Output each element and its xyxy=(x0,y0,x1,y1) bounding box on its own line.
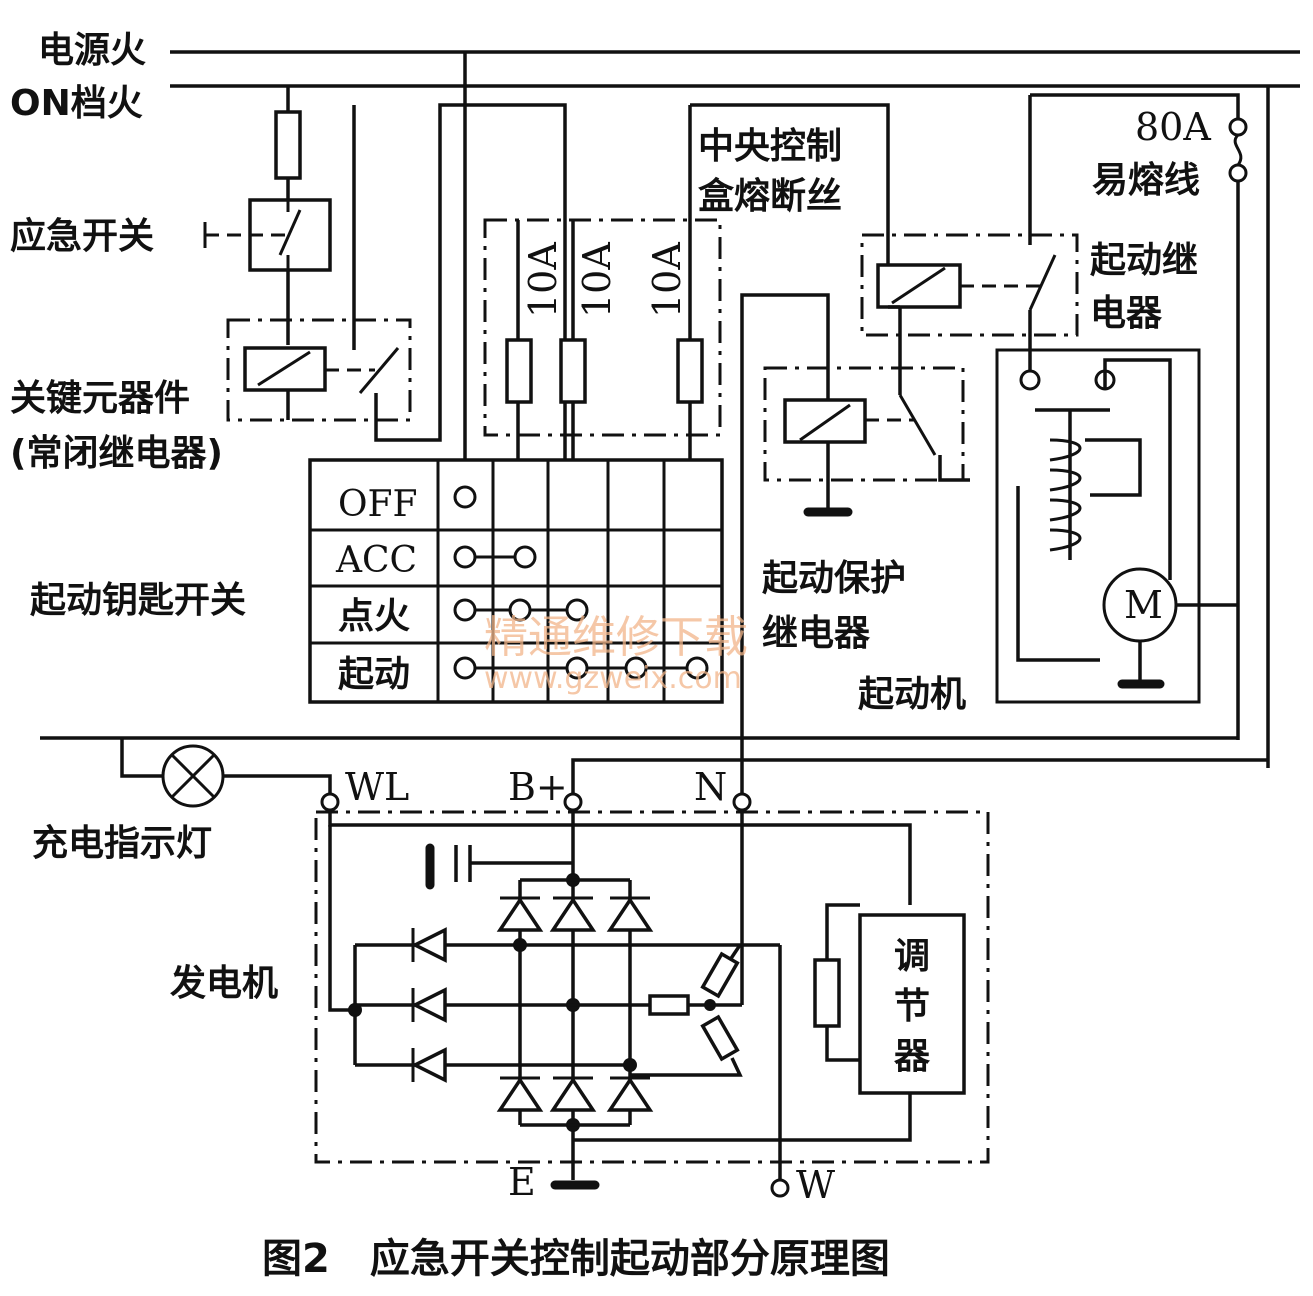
label-protect-relay-1: 起动保护 xyxy=(762,558,906,599)
fuse-rating-3: 10A xyxy=(645,242,689,318)
label-protect-relay-2: 继电器 xyxy=(762,613,871,654)
label-key-component-sub: (常闭继电器) xyxy=(10,433,223,474)
label-w: W xyxy=(796,1163,835,1207)
label-emergency-switch: 应急开关 xyxy=(10,216,154,257)
central-fuse-box: 10A 10A 10A xyxy=(483,103,890,460)
fuse-1 xyxy=(505,338,533,404)
fusible-link xyxy=(1228,86,1270,768)
regulator-label-1: 调 xyxy=(894,936,930,977)
fuse-3 xyxy=(676,338,704,404)
ignition-switch-table: OFF ACC 点火 起动 xyxy=(308,458,724,704)
key-component-relay xyxy=(226,103,567,460)
switch-pos-ign: 点火 xyxy=(338,596,410,637)
label-central-fuse-1: 中央控制 xyxy=(698,126,842,167)
emergency-switch-branch xyxy=(203,86,332,345)
watermark-text: 精通维修下载 xyxy=(484,612,748,663)
fuse-2 xyxy=(559,338,587,404)
regulator-box xyxy=(858,913,966,1095)
watermark: 精通维修下载 www.gzweix.com xyxy=(484,612,748,696)
label-central-fuse-2: 盒熔断丝 xyxy=(698,176,842,217)
generator-section: 调 节 器 xyxy=(40,736,1268,1198)
starter-motor: M xyxy=(995,348,1238,704)
label-n: N xyxy=(694,765,727,809)
switch-pos-acc: ACC xyxy=(335,540,417,581)
motor-label: M xyxy=(1124,583,1163,627)
label-ignition-switch: 起动钥匙开关 xyxy=(30,580,246,621)
label-wl: WL xyxy=(345,765,409,809)
supply-lines xyxy=(170,50,1300,88)
label-starter: 起动机 xyxy=(858,674,966,715)
start-protection-relay xyxy=(740,293,970,740)
figure-caption: 图2 应急开关控制起动部分原理图 xyxy=(262,1236,890,1282)
label-fusible-link: 易熔线 xyxy=(1092,160,1200,201)
field-resistor xyxy=(813,958,841,1028)
labels: 电源火 ON档火 应急开关 关键元器件 (常闭继电器) 起动钥匙开关 中央控制 … xyxy=(10,30,1211,1282)
label-charge-lamp: 充电指示灯 xyxy=(32,823,212,864)
regulator-label-3: 器 xyxy=(894,1036,931,1077)
watermark-url: www.gzweix.com xyxy=(484,661,742,696)
label-key-component: 关键元器件 xyxy=(10,378,190,419)
fuse-rating-2: 10A xyxy=(575,242,619,318)
label-start-relay-2: 电器 xyxy=(1090,293,1163,334)
emergency-fuse xyxy=(274,110,302,180)
switch-pos-off: OFF xyxy=(338,484,417,525)
regulator-label-2: 节 xyxy=(894,986,930,1027)
label-fusible-rating: 80A xyxy=(1135,105,1211,149)
fuse-rating-1: 10A xyxy=(521,242,565,318)
label-power-fire: 电源火 xyxy=(38,30,146,71)
label-generator: 发电机 xyxy=(170,963,278,1004)
start-relay xyxy=(860,93,1240,375)
label-on-fire: ON档火 xyxy=(10,83,143,124)
label-e: E xyxy=(508,1160,536,1204)
label-b-plus: B+ xyxy=(508,765,568,809)
switch-pos-start: 起动 xyxy=(338,654,410,695)
label-start-relay-1: 起动继 xyxy=(1090,240,1198,281)
